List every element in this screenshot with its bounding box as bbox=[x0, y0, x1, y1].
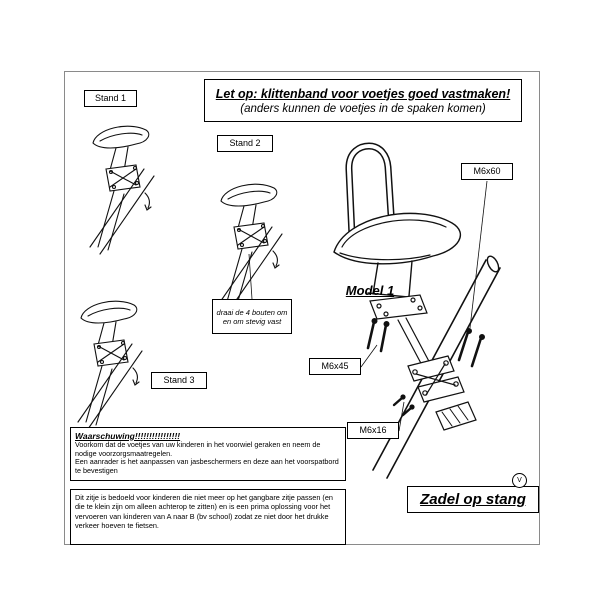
warning-body-1: Voorkom dat de voetjes van uw kinderen i… bbox=[75, 440, 321, 458]
main-assembly-drawing bbox=[333, 142, 501, 479]
bolt-tightening-note: draai de 4 bouten om en om stevig vast bbox=[212, 299, 292, 334]
stand3-label: Stand 3 bbox=[151, 372, 207, 389]
warning-title: Waarschuwing!!!!!!!!!!!!!!!! bbox=[75, 431, 181, 441]
header-warning-box: Let op: klittenband voor voetjes goed va… bbox=[204, 79, 522, 122]
stand1-label: Stand 1 bbox=[84, 90, 137, 107]
circled-v-mark: V bbox=[512, 473, 527, 488]
stand2-label: Stand 2 bbox=[217, 135, 273, 152]
bolt-m6x45-label: M6x45 bbox=[309, 358, 361, 375]
bolt-m6x60-label: M6x60 bbox=[461, 163, 513, 180]
leader-lines bbox=[248, 180, 488, 432]
header-line2: (anders kunnen de voetjes in de spaken k… bbox=[240, 102, 486, 115]
bolt-m6x16-label: M6x16 bbox=[347, 422, 399, 439]
warning-body-2: Een aanrader is het aanpassen van jasbes… bbox=[75, 457, 339, 475]
product-title-box: Zadel op stang bbox=[407, 486, 539, 513]
model1-label: Model 1 bbox=[345, 282, 395, 298]
product-title: Zadel op stang bbox=[420, 491, 526, 508]
header-line1: Let op: klittenband voor voetjes goed va… bbox=[215, 86, 511, 101]
stand2-drawing bbox=[217, 183, 283, 313]
stand1-drawing bbox=[89, 125, 155, 255]
description-box: Dit zitje is bedoeld voor kinderen die n… bbox=[70, 489, 346, 545]
stand3-drawing bbox=[77, 300, 143, 430]
warning-box: Waarschuwing!!!!!!!!!!!!!!!! Voorkom dat… bbox=[70, 427, 346, 481]
